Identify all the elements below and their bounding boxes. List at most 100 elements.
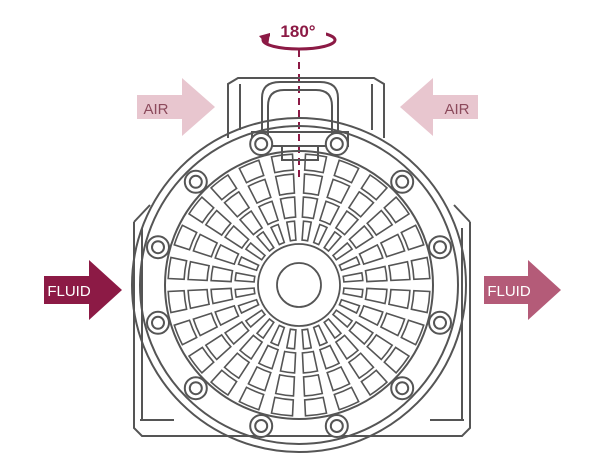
bolt	[146, 235, 170, 260]
air-left-label: AIR	[143, 101, 168, 118]
grid-cell	[209, 173, 238, 201]
bolt	[390, 169, 415, 194]
grid-cell	[387, 260, 411, 282]
grid-cell	[366, 333, 394, 361]
grid-cell	[270, 396, 295, 417]
grid-cell	[400, 224, 425, 251]
grid-cell	[400, 319, 425, 346]
grid-cell	[223, 190, 251, 218]
grid-cell	[192, 233, 219, 258]
grid-cell	[301, 328, 313, 350]
grid-cell	[173, 224, 198, 251]
bolt-hole	[395, 174, 410, 189]
grid-cell	[301, 196, 319, 220]
bolt-hole	[151, 240, 165, 255]
grid-cell	[333, 386, 360, 411]
grid-cell	[410, 289, 431, 314]
grid-cell	[234, 287, 256, 299]
grid-cell	[331, 309, 354, 329]
bolt-ring	[146, 132, 452, 438]
grid-cell	[342, 271, 364, 283]
grid-cell	[333, 159, 360, 184]
grid-cell	[326, 365, 351, 392]
grid-cell	[285, 328, 297, 350]
grid-cell	[270, 153, 295, 174]
bolt	[183, 169, 208, 194]
bolt	[390, 376, 415, 401]
grid-cell	[209, 369, 238, 397]
grid-cell	[204, 209, 232, 237]
grid-outer-ring	[164, 150, 434, 420]
grid-cell	[366, 209, 394, 237]
fluid-inlet-arrow: FLUID	[44, 260, 122, 320]
grid-cell	[187, 346, 215, 375]
grid-cell	[173, 319, 198, 346]
bolt	[428, 235, 452, 260]
bolt-hole	[254, 137, 269, 151]
grid-cell	[338, 298, 361, 315]
hub-center	[276, 262, 322, 308]
bolt-hole	[329, 419, 344, 433]
grid-cell	[312, 223, 329, 246]
fluid-outlet-arrow: FLUID	[484, 260, 561, 320]
grid-cell	[247, 365, 272, 392]
grid-cell	[214, 243, 240, 266]
grid-cell	[379, 233, 406, 258]
grid-cell	[303, 396, 328, 417]
grid-cell	[257, 344, 280, 370]
bolt-hole	[188, 174, 203, 189]
grid-cell	[238, 334, 264, 361]
bolt	[428, 310, 452, 335]
bolt-hole	[188, 381, 203, 396]
grid-cell	[238, 209, 264, 236]
grid-cell	[342, 287, 364, 299]
grid-cell	[334, 209, 360, 236]
air-right-arrow: AIR	[400, 78, 478, 136]
grid-cell	[255, 317, 275, 340]
bolt-hole	[254, 419, 269, 433]
bolt	[146, 310, 170, 335]
pump-body	[131, 77, 471, 453]
housing-inner-ring	[139, 125, 459, 445]
grid-cell	[210, 265, 234, 283]
side-frame	[133, 204, 471, 437]
grid-cell	[279, 350, 297, 374]
grid-cell	[383, 346, 411, 375]
rotation-arrowhead	[259, 33, 270, 46]
grid-cell	[331, 241, 354, 261]
bolt	[183, 376, 208, 401]
grid-cell	[237, 298, 260, 315]
housing-outer-ring	[131, 117, 467, 453]
grid-cell	[348, 224, 375, 250]
grid-cell	[410, 256, 431, 281]
grid-cell	[279, 196, 297, 220]
grid-cell	[323, 317, 343, 340]
bolt-hole	[329, 137, 344, 151]
grid-cell	[318, 344, 341, 370]
rotation-indicator: 180°	[259, 18, 337, 180]
grid-cell	[210, 287, 234, 305]
grid-cell	[187, 260, 211, 282]
grid-cell	[338, 255, 361, 272]
bolt-hole	[395, 381, 410, 396]
grid-cell	[383, 195, 411, 224]
bolt-hole	[433, 315, 447, 330]
bolt-hole	[151, 315, 165, 330]
bolt	[249, 132, 274, 156]
grid-cell	[301, 220, 313, 242]
air-right-label: AIR	[444, 101, 469, 118]
grid-cell	[244, 241, 267, 261]
fluid-in-label: FLUID	[47, 283, 91, 300]
grid-cell	[303, 153, 328, 174]
grid-cell	[379, 312, 406, 337]
grid-cell	[223, 320, 250, 346]
grid-cell	[318, 200, 341, 226]
grid-cell	[269, 324, 286, 347]
grid-cell	[347, 352, 375, 380]
grid-cell	[255, 230, 275, 253]
bolt	[324, 132, 349, 156]
grid-cell	[237, 255, 260, 272]
grid-cell	[360, 369, 389, 397]
radial-grid	[167, 153, 431, 417]
